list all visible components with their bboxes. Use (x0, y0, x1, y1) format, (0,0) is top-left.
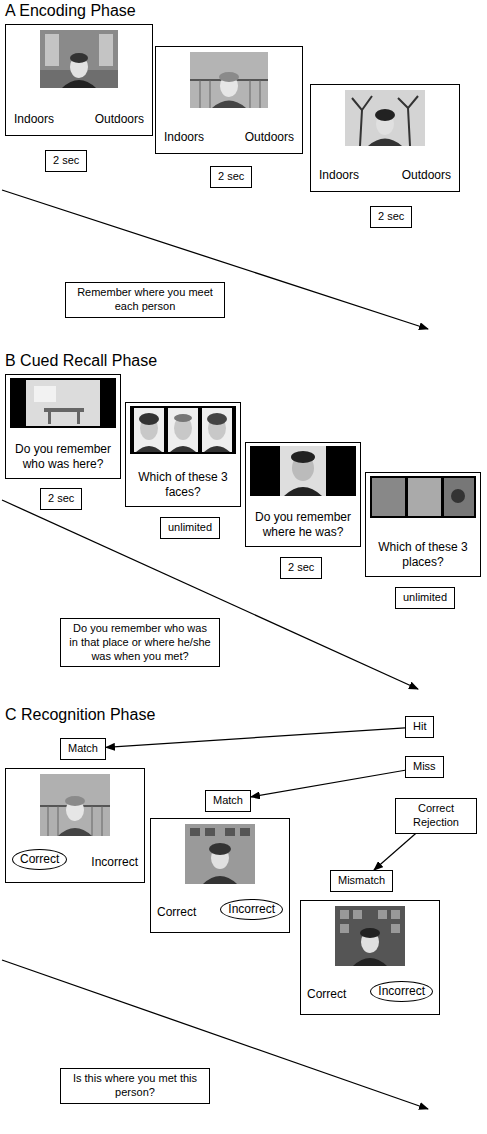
screen-text: Indoors (164, 130, 204, 145)
box-text: Match (68, 742, 98, 756)
timing-box: 2 sec (40, 488, 82, 510)
screen-frame: Correct Incorrect (5, 768, 145, 883)
box-text: unlimited (168, 521, 212, 535)
screen-text: Outdoors (245, 130, 294, 145)
instruction-box: Remember where you meet each person (65, 282, 225, 318)
box-text: Miss (413, 760, 436, 774)
pointer-arrow (106, 728, 405, 748)
screen-frame: Indoors Outdoors (5, 24, 153, 136)
box-text: Mismatch (338, 874, 385, 888)
trial-type-box: Match (205, 790, 251, 812)
screen-frame: Indoors Outdoors (155, 46, 303, 154)
instruction-box: Is this where you met this person? (60, 1068, 210, 1104)
face-photo (190, 52, 268, 108)
screen-text: Outdoors (402, 168, 451, 183)
screen-frame: Indoors Outdoors (310, 84, 460, 192)
screen-frame: Correct Incorrect (150, 818, 290, 933)
face-photo (250, 446, 356, 496)
box-text: Is this where you met this person? (68, 1072, 202, 1100)
screen-text: Do you remember who was here? (10, 442, 116, 472)
panel-heading: A Encoding Phase (5, 2, 136, 20)
face-photo (345, 90, 425, 146)
circled-answer: Incorrect (370, 981, 433, 1002)
pointer-arrow (251, 770, 405, 797)
timing-box: unlimited (160, 517, 220, 539)
box-text: unlimited (403, 591, 447, 605)
box-text: 2 sec (48, 492, 74, 506)
places-photo (370, 476, 476, 518)
timing-box: 2 sec (370, 206, 412, 228)
screen-text: Do you remember where he was? (250, 510, 356, 540)
screen-text: Which of these 3 faces? (130, 470, 236, 500)
screen-frame: Which of these 3 places? (365, 472, 481, 577)
screen-text: Indoors (319, 168, 359, 183)
screen-frame: Do you remember who was here? (5, 374, 121, 479)
timing-box: 2 sec (280, 557, 322, 579)
trial-type-box: Match (60, 738, 106, 760)
instruction-box: Do you remember who was in that place or… (60, 618, 220, 667)
timing-box: 2 sec (45, 150, 87, 172)
timing-box: 2 sec (210, 166, 252, 188)
outcome-box: Miss (405, 756, 444, 778)
screen-text: Correct (307, 987, 346, 1002)
screen-text: Incorrect (91, 855, 138, 870)
panel-heading: C Recognition Phase (5, 706, 155, 724)
screen-frame: Which of these 3 faces? (125, 402, 241, 507)
trial-type-box: Mismatch (330, 870, 393, 892)
box-text: Correct Rejection (403, 802, 469, 830)
timeline-arrow (2, 960, 428, 1109)
outcome-box: Correct Rejection (395, 798, 477, 834)
box-text: Match (213, 794, 243, 808)
panel-heading: B Cued Recall Phase (5, 352, 157, 370)
screen-text: Outdoors (95, 112, 144, 127)
box-text: 2 sec (218, 170, 244, 184)
screen-frame: Do you remember where he was? (245, 442, 361, 547)
screen-text: Correct (157, 905, 196, 920)
place-photo (10, 378, 116, 428)
circled-answer: Correct (12, 849, 67, 870)
screen-frame: Correct Incorrect (300, 900, 440, 1015)
screen-text: Which of these 3 places? (370, 540, 476, 570)
box-text: 2 sec (288, 561, 314, 575)
face-photo (40, 30, 118, 88)
timeline-arrow (2, 500, 418, 689)
pointer-arrow (374, 834, 416, 871)
faces-photo (130, 406, 236, 454)
face-photo (335, 906, 405, 966)
box-text: 2 sec (53, 154, 79, 168)
circled-answer: Incorrect (220, 899, 283, 920)
box-text: Hit (413, 720, 426, 734)
box-text: 2 sec (378, 210, 404, 224)
face-photo (40, 774, 110, 836)
face-photo (185, 824, 255, 884)
screen-text: Indoors (14, 112, 54, 127)
outcome-box: Hit (405, 716, 434, 738)
box-text: Remember where you meet each person (73, 286, 217, 314)
timing-box: unlimited (395, 587, 455, 609)
timeline-arrow (2, 190, 428, 329)
box-text: Do you remember who was in that place or… (68, 622, 212, 663)
